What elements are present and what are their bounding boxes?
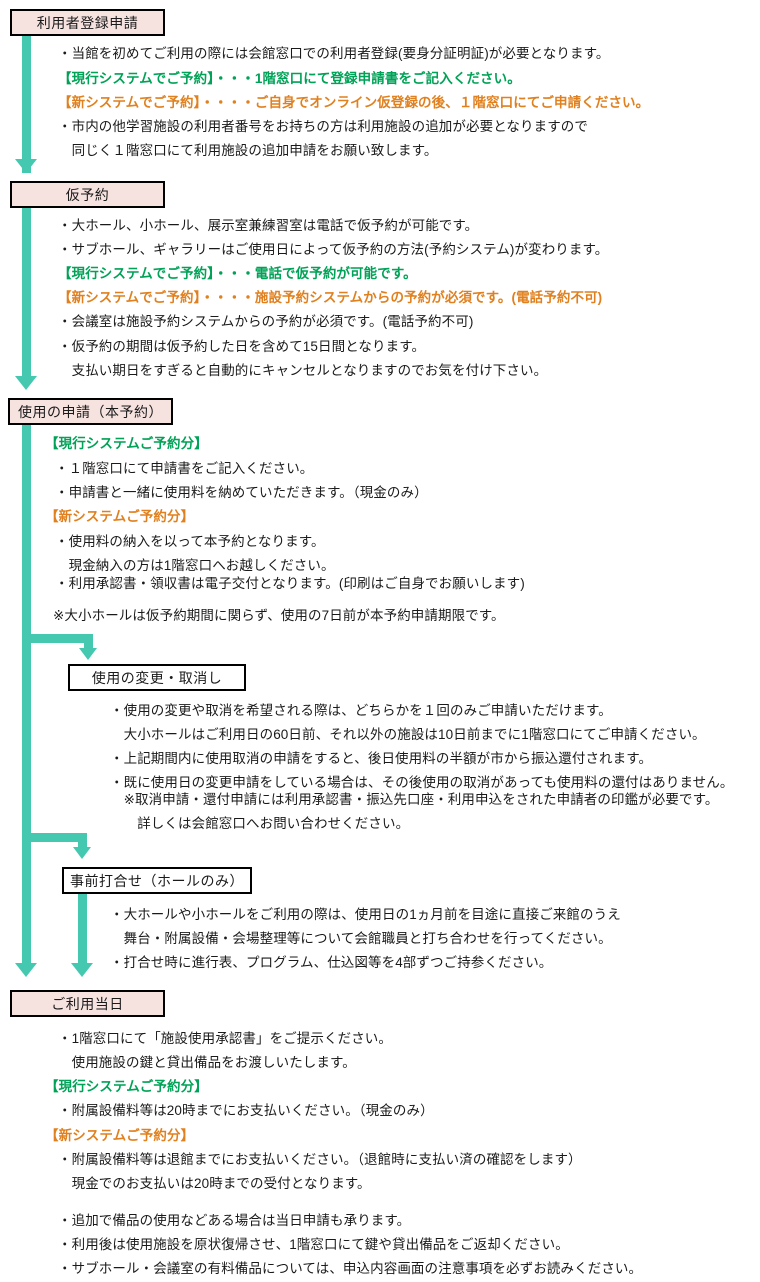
arrow-head-meeting-to-dayofuse	[71, 963, 93, 977]
arrow-branch1-vertical	[84, 634, 93, 652]
text-line-day-of-use-9: ・サブホール・会議室の有料備品については、申込内容画面の注意事項を必ずお読みくだ…	[58, 1261, 643, 1276]
text-line-day-of-use-6: 現金でのお支払いは20時までの受付となります。	[58, 1176, 371, 1191]
stage-label-advance-meeting: 事前打合せ（ホールのみ）	[70, 872, 244, 889]
text-line-advance-meeting-2: ・打合せ時に進行表、プログラム、仕込図等を4部ずつご持参ください。	[110, 955, 553, 970]
text-line-day-of-use-7: ・追加で備品の使用などある場合は当日申請も承ります。	[58, 1213, 411, 1228]
arrow-branch2-horizontal	[22, 833, 87, 842]
text-line-user-registration-0: ・当館を初めてご利用の際には会館窓口での利用者登録(要身分証明証)が必要となりま…	[58, 46, 610, 61]
text-line-change-cancel-5: 詳しくは会館窓口へお問い合わせください。	[110, 816, 410, 831]
stage-label-change-cancel: 使用の変更・取消し	[91, 669, 223, 686]
stage-box-day-of-use: ご利用当日	[10, 990, 165, 1017]
stage-label-tentative-reservation: 仮予約	[65, 186, 110, 203]
arrow-shaft-trunk-to-dayofuse	[22, 425, 31, 970]
arrow-head-advance-meeting	[73, 847, 91, 859]
arrow-shaft-tentative-to-application	[22, 208, 31, 382]
text-line-use-application-6: ・利用承認書・領収書は電子交付となります。(印刷はご自身でお願いします)	[55, 576, 525, 591]
arrow-head-change-cancel	[79, 648, 97, 660]
text-line-tentative-reservation-6: 支払い期日をすぎると自動的にキャンセルとなりますのでお気を付け下さい。	[58, 363, 548, 378]
text-line-use-application-2: ・申請書と一緒に使用料を納めていただきます。（現金のみ）	[55, 485, 428, 500]
text-line-change-cancel-1: 大小ホールはご利用日の60日前、それ以外の施設は10日前までに1階窓口にてご申請…	[110, 727, 706, 742]
stage-box-user-registration: 利用者登録申請	[10, 9, 165, 36]
text-line-change-cancel-2: ・上記期間内に使用取消の申請をすると、後日使用料の半額が市から振込還付されます。	[110, 751, 653, 766]
text-line-day-of-use-5: ・附属設備料等は退館までにお支払いください。（退館時に支払い済の確認をします）	[58, 1152, 582, 1167]
arrow-shaft-meeting-to-dayofuse	[78, 894, 87, 970]
stage-box-use-application: 使用の申請（本予約）	[8, 398, 173, 425]
text-line-user-registration-1: 【現行システムでご予約】・・・1階窓口にて登録申請書をご記入ください。	[58, 71, 521, 86]
text-line-use-application-0: 【現行システムご予約分】	[45, 436, 208, 451]
stage-box-tentative-reservation: 仮予約	[10, 181, 165, 208]
text-line-user-registration-2: 【新システムでご予約】・・・・ご自身でオンライン仮登録の後、１階窓口にてご申請く…	[58, 95, 650, 110]
stage-label-day-of-use: ご利用当日	[51, 995, 124, 1012]
text-line-tentative-reservation-2: 【現行システムでご予約】・・・電話で仮予約が可能です。	[58, 266, 417, 281]
text-line-use-application-1: ・１階窓口にて申請書をご記入ください。	[55, 461, 314, 476]
text-line-change-cancel-0: ・使用の変更や取消を希望される際は、どちらかを１回のみご申請いただけます。	[110, 703, 612, 718]
text-line-tentative-reservation-5: ・仮予約の期間は仮予約した日を含めて15日間となります。	[58, 339, 426, 354]
text-line-advance-meeting-0: ・大ホールや小ホールをご利用の際は、使用日の1ヵ月前を目途に直接ご来館のうえ	[110, 907, 621, 922]
arrow-head-registration-to-tentative	[15, 159, 37, 173]
text-line-use-application-4: ・使用料の納入を以って本予約となります。	[55, 534, 325, 549]
arrow-head-tentative-to-application	[15, 376, 37, 390]
text-line-use-application-7: ※大小ホールは仮予約期間に関らず、使用の7日前が本予約申請期限です。	[53, 608, 505, 623]
text-line-day-of-use-4: 【新システムご予約分】	[45, 1128, 195, 1143]
text-line-change-cancel-3: ・既に使用日の変更申請をしている場合は、その後使用の取消があっても使用料の還付は…	[110, 775, 734, 790]
text-line-user-registration-4: 同じく１階窓口にて利用施設の追加申請をお願い致します。	[58, 143, 438, 158]
text-line-day-of-use-2: 【現行システムご予約分】	[45, 1079, 208, 1094]
stage-label-user-registration: 利用者登録申請	[36, 14, 139, 31]
stage-box-change-cancel: 使用の変更・取消し	[68, 664, 246, 691]
text-line-user-registration-3: ・市内の他学習施設の利用者番号をお持ちの方は利用施設の追加が必要となりますので	[58, 119, 588, 134]
arrow-shaft-registration-to-tentative	[22, 36, 31, 173]
stage-label-use-application: 使用の申請（本予約）	[18, 403, 163, 420]
text-line-day-of-use-0: ・1階窓口にて「施設使用承認書」をご提示ください。	[58, 1031, 393, 1046]
arrow-branch1-horizontal	[22, 634, 93, 643]
text-line-day-of-use-3: ・附属設備料等は20時までにお支払いください。（現金のみ）	[58, 1103, 434, 1118]
text-line-use-application-3: 【新システムご予約分】	[45, 509, 195, 524]
text-line-tentative-reservation-0: ・大ホール、小ホール、展示室兼練習室は電話で仮予約が可能です。	[58, 218, 479, 233]
text-line-tentative-reservation-4: ・会議室は施設予約システムからの予約が必須です。(電話予約不可)	[58, 314, 474, 329]
text-line-day-of-use-1: 使用施設の鍵と貸出備品をお渡しいたします。	[58, 1055, 356, 1070]
arrow-head-trunk-to-dayofuse	[15, 963, 37, 977]
text-line-advance-meeting-1: 舞台・附属設備・会場整理等について会館職員と打ち合わせを行ってください。	[110, 931, 612, 946]
text-line-tentative-reservation-3: 【新システムでご予約】・・・・施設予約システムからの予約が必須です。(電話予約不…	[58, 290, 603, 305]
text-line-day-of-use-8: ・利用後は使用施設を原状復帰させ、1階窓口にて鍵や貸出備品をご返却ください。	[58, 1237, 569, 1252]
stage-box-advance-meeting: 事前打合せ（ホールのみ）	[62, 867, 252, 894]
arrow-branch2-vertical	[78, 833, 87, 851]
text-line-tentative-reservation-1: ・サブホール、ギャラリーはご使用日によって仮予約の方法(予約システム)が変わりま…	[58, 242, 609, 257]
text-line-change-cancel-4: ※取消申請・還付申請には利用承認書・振込先口座・利用申込をされた申請者の印鑑が必…	[110, 792, 719, 807]
text-line-use-application-5: 現金納入の方は1階窓口へお越しください。	[55, 558, 335, 573]
